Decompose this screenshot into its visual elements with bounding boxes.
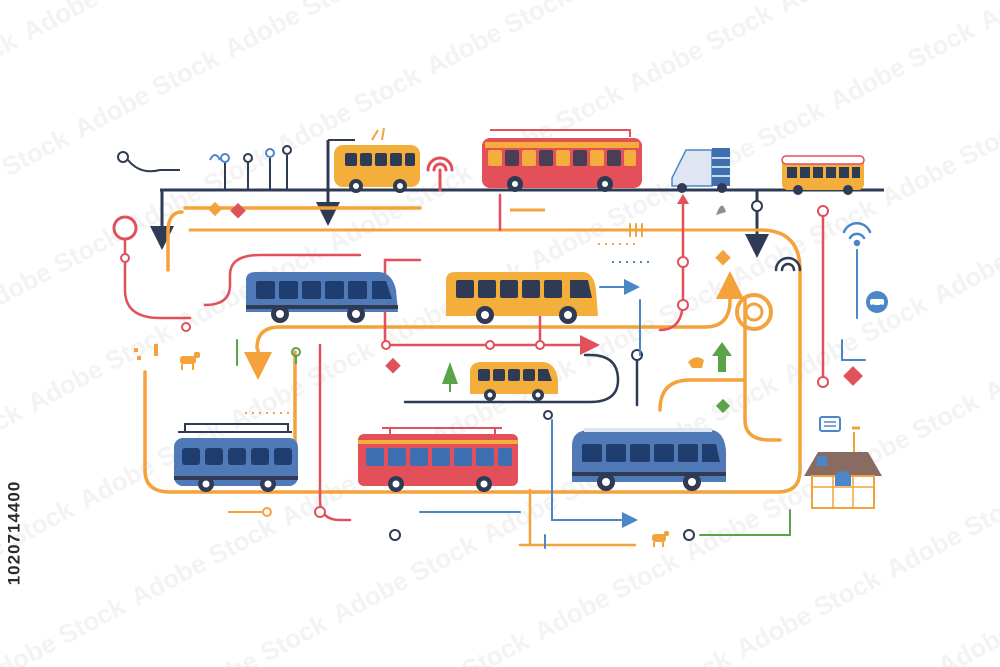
route-marker-icon: [120, 253, 130, 263]
signal-wave-icon: [774, 256, 802, 272]
minibus-icon: [334, 127, 420, 193]
route-marker-icon: [228, 208, 545, 517]
school-bus-icon: [446, 272, 598, 324]
blue-routes: [419, 249, 866, 549]
animal-icon: [688, 357, 704, 368]
route-marker-icon: [677, 299, 689, 311]
arrow-up-icon: [712, 342, 732, 372]
route-marker-icon: [751, 200, 763, 212]
target-ring-icon: [744, 302, 764, 322]
trolley-bus-icon: [174, 423, 298, 492]
coach-bus-icon: [246, 272, 398, 323]
route-marker-icon: [381, 340, 391, 350]
animal-icon: [652, 531, 669, 547]
tree-icon: [442, 362, 458, 392]
route-marker-icon: [485, 340, 495, 350]
route-marker-icon: [389, 529, 401, 541]
route-marker-icon: [181, 322, 191, 332]
route-marker-icon: [683, 529, 695, 541]
diamond-waypoint-icon: [207, 201, 863, 414]
route-marker-icon: [134, 344, 158, 360]
route-marker-icon: [677, 256, 689, 268]
route-marker-icon: [117, 145, 292, 190]
route-marker-icon: [817, 205, 829, 217]
route-marker-icon: [817, 376, 829, 388]
green-routes: [236, 339, 791, 536]
bus-station-icon: [804, 426, 882, 509]
dotted-path: [245, 243, 650, 414]
arrow-up-icon: [677, 194, 689, 204]
double-decker-bus-icon: [482, 129, 642, 192]
route-marker-icon: [716, 205, 726, 215]
pin-icon: [291, 347, 301, 364]
coach-bus-icon: [781, 155, 865, 195]
stock-id-text: 1020714400: [4, 480, 24, 585]
route-marker-icon: [314, 506, 326, 518]
target-ring-icon: [735, 293, 773, 331]
signal-wave-icon: [842, 222, 872, 247]
signal-wave-icon: [426, 156, 454, 192]
orange-routes: [143, 206, 802, 547]
ticket-sign-icon: [819, 416, 841, 432]
animal-icon: [180, 352, 200, 370]
trolley-bus-icon: [358, 427, 518, 492]
coach-bus-icon: [572, 428, 726, 491]
stock-id-label: 1020714400: [4, 420, 24, 645]
minibus-icon: [470, 362, 558, 401]
car-badge-icon: [866, 291, 888, 313]
delivery-van-icon: [671, 148, 730, 193]
route-marker-icon: [112, 215, 138, 241]
route-marker-icon: [535, 340, 545, 350]
route-marker-icon: [543, 410, 553, 420]
